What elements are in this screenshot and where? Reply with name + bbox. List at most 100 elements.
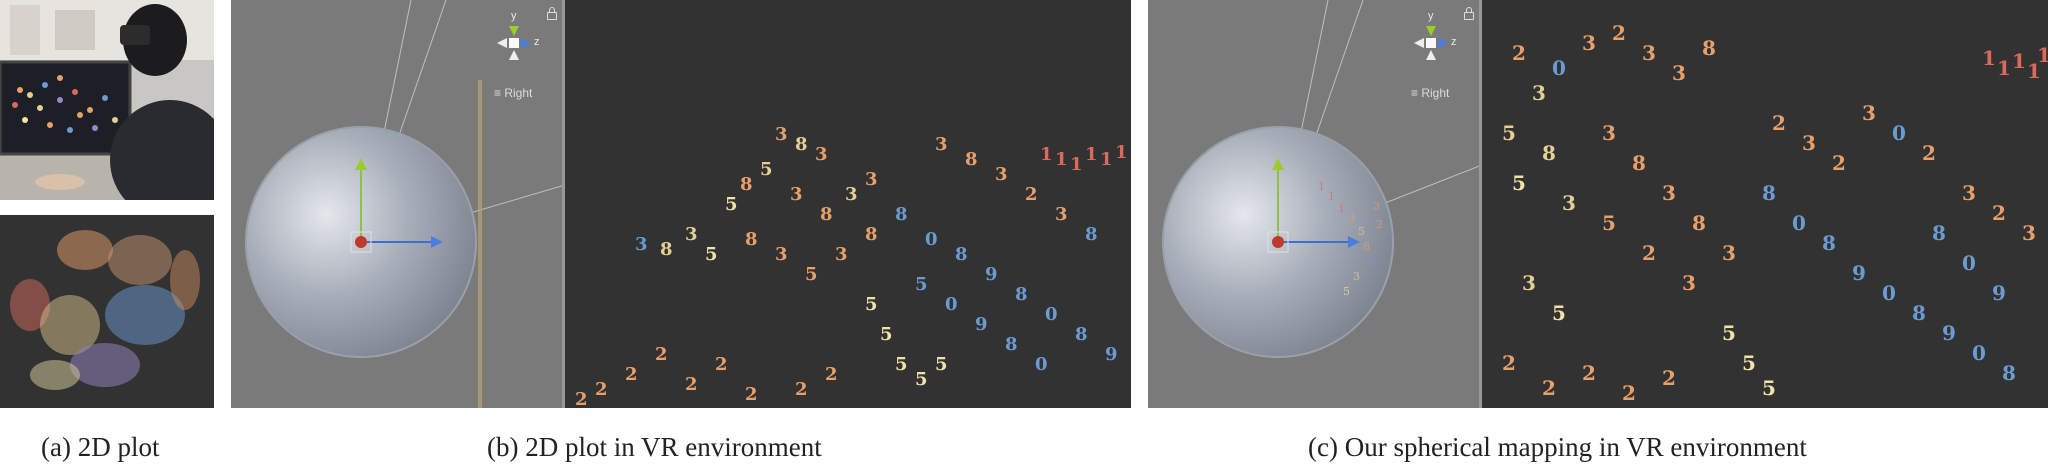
svg-text:8: 8 xyxy=(965,149,978,170)
lock-icon[interactable] xyxy=(547,7,557,20)
z-axis-arrow xyxy=(431,236,443,248)
svg-text:2: 2 xyxy=(685,374,698,395)
lock-icon-c[interactable] xyxy=(1464,7,1474,20)
svg-text:3: 3 xyxy=(1373,200,1380,213)
svg-text:3: 3 xyxy=(2022,221,2036,245)
svg-text:5: 5 xyxy=(1602,211,1616,235)
svg-text:1: 1 xyxy=(1997,56,2011,80)
svg-text:3: 3 xyxy=(1662,181,1676,205)
svg-text:2: 2 xyxy=(1832,151,1846,175)
svg-text:2: 2 xyxy=(1542,376,1556,400)
svg-text:2: 2 xyxy=(825,364,838,385)
svg-text:1: 1 xyxy=(1115,142,1128,163)
svg-text:2: 2 xyxy=(595,379,608,400)
orientation-gizmo-c[interactable]: y z xyxy=(1406,10,1457,70)
svg-text:3: 3 xyxy=(1722,241,1736,265)
svg-text:2: 2 xyxy=(1512,41,1526,65)
svg-text:8: 8 xyxy=(1932,221,1946,245)
gizmo-y-label: y xyxy=(511,10,517,22)
svg-text:9: 9 xyxy=(1105,344,1118,365)
svg-text:3: 3 xyxy=(790,184,803,205)
svg-text:5: 5 xyxy=(915,274,928,295)
svg-text:8: 8 xyxy=(740,174,753,195)
svg-text:1: 1 xyxy=(1070,154,1083,175)
svg-text:3: 3 xyxy=(1522,271,1536,295)
svg-text:3: 3 xyxy=(865,169,878,190)
svg-text:8: 8 xyxy=(745,229,758,250)
view-mode-label[interactable]: ≡ Right xyxy=(494,86,533,100)
gizmo-icon xyxy=(497,26,531,60)
flat-plot-edge xyxy=(478,80,482,408)
svg-text:0: 0 xyxy=(1368,255,1375,268)
svg-text:1: 1 xyxy=(1040,144,1053,165)
svg-text:8: 8 xyxy=(820,204,833,225)
svg-text:3: 3 xyxy=(1353,270,1360,283)
svg-text:1: 1 xyxy=(1328,190,1335,203)
svg-text:8: 8 xyxy=(1542,141,1556,165)
svg-text:3: 3 xyxy=(775,244,788,265)
svg-text:8: 8 xyxy=(1632,151,1646,175)
svg-text:0: 0 xyxy=(1962,251,1976,275)
y-axis-arrow-c xyxy=(1272,158,1284,170)
svg-text:2: 2 xyxy=(1662,366,1676,390)
svg-text:0: 0 xyxy=(925,229,938,250)
svg-text:8: 8 xyxy=(795,134,808,155)
scene-view-illustration xyxy=(245,0,566,408)
svg-text:5: 5 xyxy=(705,244,718,265)
svg-text:2: 2 xyxy=(795,379,808,400)
svg-text:5: 5 xyxy=(865,294,878,315)
svg-text:3: 3 xyxy=(835,244,848,265)
svg-text:8: 8 xyxy=(2002,361,2016,385)
svg-text:3: 3 xyxy=(935,134,948,155)
svg-text:8: 8 xyxy=(1015,284,1028,305)
svg-text:3: 3 xyxy=(1962,181,1976,205)
svg-text:9: 9 xyxy=(1992,281,2006,305)
svg-text:9: 9 xyxy=(975,314,988,335)
svg-text:8: 8 xyxy=(1075,324,1088,345)
svg-text:2: 2 xyxy=(1922,141,1936,165)
svg-text:5: 5 xyxy=(1512,171,1526,195)
svg-text:5: 5 xyxy=(895,354,908,375)
svg-text:8: 8 xyxy=(955,244,968,265)
y-axis-arrow xyxy=(355,158,367,170)
svg-text:5: 5 xyxy=(880,324,893,345)
svg-text:9: 9 xyxy=(1852,261,1866,285)
svg-text:5: 5 xyxy=(915,369,928,390)
camera-origin-c xyxy=(1272,236,1284,248)
svg-text:3: 3 xyxy=(1532,81,1546,105)
scene-view-illustration-c: 11 13 58 03 53 2 xyxy=(1162,0,1483,408)
view-mode-text-c: Right xyxy=(1421,86,1450,100)
svg-text:1: 1 xyxy=(2012,49,2026,73)
svg-text:3: 3 xyxy=(1602,121,1616,145)
orientation-gizmo[interactable]: y z xyxy=(489,10,540,70)
unity-scene-view: y z ≡ Right xyxy=(231,0,566,408)
view-mode-label-c[interactable]: ≡ Right xyxy=(1411,86,1450,100)
svg-text:2: 2 xyxy=(745,384,758,405)
svg-text:3: 3 xyxy=(775,124,788,145)
svg-text:8: 8 xyxy=(865,224,878,245)
svg-text:8: 8 xyxy=(1822,231,1836,255)
svg-text:0: 0 xyxy=(1892,121,1906,145)
svg-text:0: 0 xyxy=(1552,56,1566,80)
svg-text:1: 1 xyxy=(2037,43,2048,67)
svg-text:2: 2 xyxy=(1582,361,1596,385)
svg-text:0: 0 xyxy=(1045,304,1058,325)
svg-text:3: 3 xyxy=(995,164,1008,185)
svg-text:3: 3 xyxy=(1582,31,1596,55)
gizmo-z-label-c: z xyxy=(1451,36,1457,48)
svg-text:5: 5 xyxy=(1343,285,1350,298)
svg-text:5: 5 xyxy=(1358,225,1365,238)
svg-text:5: 5 xyxy=(760,159,773,180)
view-mode-text: Right xyxy=(504,86,533,100)
camera-origin xyxy=(355,236,367,248)
svg-text:8: 8 xyxy=(1912,301,1926,325)
svg-text:3: 3 xyxy=(1682,271,1696,295)
svg-text:5: 5 xyxy=(1722,321,1736,345)
svg-text:3: 3 xyxy=(685,224,698,245)
